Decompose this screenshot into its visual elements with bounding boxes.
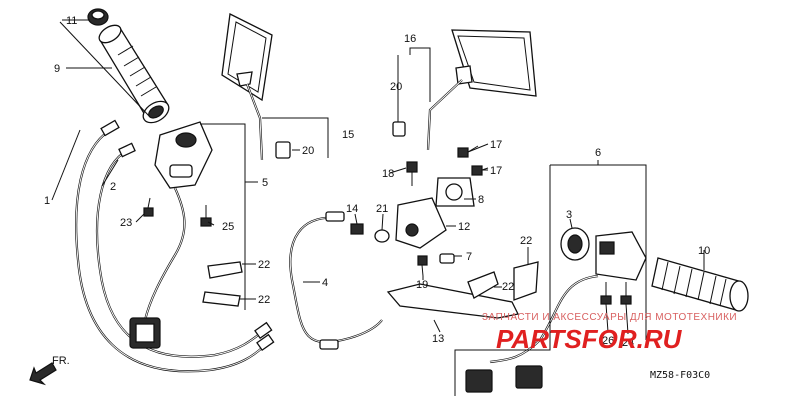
callout-19: 19 xyxy=(416,279,428,291)
watermark: ЗАПЧАСТИ И АКСЕССУАРЫ ДЛЯ МОТОТЕХНИКИ PA… xyxy=(482,312,737,354)
callout-26: 26 xyxy=(602,335,614,347)
callout-3: 3 xyxy=(566,209,572,221)
grip-end-cap-part xyxy=(87,8,109,26)
callout-14: 14 xyxy=(346,203,358,215)
watermark-logo: PARTSFOR.RU xyxy=(496,324,683,354)
front-direction-arrow: FR. xyxy=(29,355,70,386)
clutch-cable-part xyxy=(289,211,383,350)
callout-23: 23 xyxy=(120,217,132,229)
callout-22: 22 xyxy=(258,294,270,306)
throttle-cables-part xyxy=(75,119,275,373)
clip-22c-part xyxy=(467,271,499,299)
callout-9: 9 xyxy=(54,63,60,75)
callout-20: 20 xyxy=(390,81,402,93)
callout-20: 20 xyxy=(302,145,314,157)
screw-23-part xyxy=(143,197,154,217)
right-mirror-part xyxy=(426,29,537,151)
watermark-tagline: ЗАПЧАСТИ И АКСЕССУАРЫ ДЛЯ МОТОТЕХНИКИ xyxy=(482,312,737,323)
nut-14-part xyxy=(350,223,364,235)
mirror-nut-20-part xyxy=(275,141,291,159)
screw-26-part xyxy=(600,282,612,305)
screw-19-part xyxy=(417,255,428,277)
callout-11: 11 xyxy=(66,15,77,27)
callout-13: 13 xyxy=(432,333,444,345)
right-switch-6-part xyxy=(465,231,647,393)
callout-labels: 11 9 1 2 5 23 25 22 22 15 20 16 20 17 17… xyxy=(44,15,710,349)
clip-22d-part xyxy=(513,261,539,301)
diagram-code: MZ58-F03C0 xyxy=(650,370,710,381)
pivot-18-part xyxy=(406,161,418,186)
callout-24: 24 xyxy=(622,337,634,349)
callout-2: 2 xyxy=(110,181,116,193)
callout-16: 16 xyxy=(404,33,416,45)
callout-18: 18 xyxy=(382,168,394,180)
callout-17: 17 xyxy=(490,139,502,151)
lever-bracket-12-part xyxy=(395,197,447,249)
clutch-lever-13-part xyxy=(386,283,519,319)
left-switch-part xyxy=(129,121,213,349)
screw-24-part xyxy=(620,282,632,305)
screw-25-part xyxy=(200,205,212,227)
callout-15: 15 xyxy=(342,129,354,141)
mirror-nut-20b-part xyxy=(392,121,406,137)
clamp-band-part xyxy=(202,261,243,307)
callout-21: 21 xyxy=(376,203,388,215)
washer-21-part xyxy=(374,229,390,243)
callout-22: 22 xyxy=(502,281,514,293)
leader-lines xyxy=(51,19,705,396)
callout-1: 1 xyxy=(44,195,50,207)
callout-5: 5 xyxy=(262,177,268,189)
holder-8-part xyxy=(435,177,475,207)
handlebar-grip-10-part xyxy=(651,257,749,312)
callout-17: 17 xyxy=(490,165,502,177)
callout-10: 10 xyxy=(698,245,710,257)
callout-6: 6 xyxy=(595,147,601,159)
callout-4: 4 xyxy=(322,277,328,289)
callout-7: 7 xyxy=(466,251,472,263)
switch-7-part xyxy=(439,253,455,264)
callout-8: 8 xyxy=(478,194,484,206)
callout-22: 22 xyxy=(520,235,532,247)
throttle-grip-part xyxy=(98,24,170,124)
front-arrow-label: FR. xyxy=(52,355,70,367)
callout-12: 12 xyxy=(458,221,470,233)
callout-22: 22 xyxy=(258,259,270,271)
left-mirror-part xyxy=(221,13,273,161)
grommet-3-part xyxy=(560,227,590,261)
callout-25: 25 xyxy=(222,221,234,233)
